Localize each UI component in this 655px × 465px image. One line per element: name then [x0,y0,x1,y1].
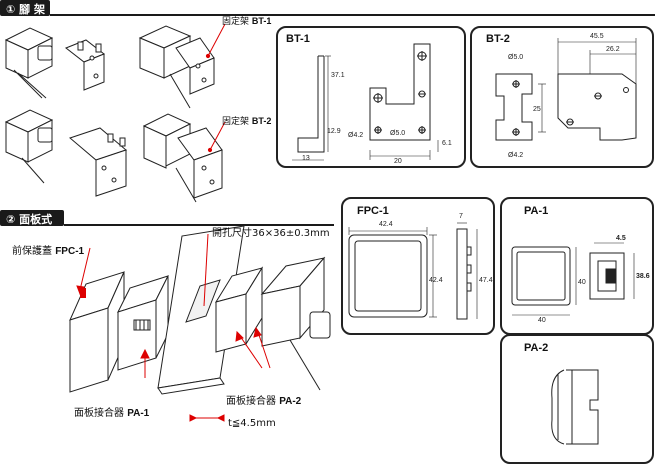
pa2-technical-drawing [551,369,599,445]
panel-mount-exploded-assembly [69,225,331,422]
fpc1-dim-width: 42.4 [379,221,393,228]
bt1-dim-lower: 12.9 [327,128,341,135]
adapter-pa2-label: 面板接合器 PA-2 [226,396,302,407]
relay-block-4 [142,113,223,203]
pa1-dim-t: 4.5 [616,235,626,242]
pa1-technical-drawing [511,242,635,316]
section-2-pill [0,210,64,226]
relay-body [260,256,331,391]
adapter-pa1-label: 面板接合器 PA-1 [74,408,150,419]
bt2-callout: 固定架 BT-2 [222,116,272,127]
section-1-title: ① 腳 架 [6,3,46,16]
panel-thickness-label: t≦4.5mm [228,418,276,429]
bracket-isometric-drawings [4,23,226,203]
bt1-dim-width: 20 [394,158,402,165]
section-1-pill [0,0,50,16]
bt1-panel-title: BT-1 [286,33,310,45]
fpc1-drawing-panel: FPC-1 42.4 42.4 7 47.4 [341,197,495,335]
pa1-panel-title: PA-1 [524,205,549,217]
bt1-drawing-panel: BT-1 37.1 12.9 Ø4.2 Ø5 [276,26,466,168]
fpc1-panel-title: FPC-1 [357,205,389,217]
fpc1-technical-drawing [348,222,478,320]
pa2-drawing-panel: PA-2 [500,334,654,464]
pa1-dim-height: 40 [578,279,586,286]
section-2-title: ② 面板式 [6,213,53,226]
section-2-rule [64,224,334,226]
relay-block-3 [4,109,54,184]
bt2-dim-hole-bot: Ø4.2 [508,152,524,159]
bracket-bt1-exploded-a [65,39,105,91]
bt1-dim-height: 37.1 [331,72,345,79]
bt2-technical-drawing [495,38,637,141]
pa1-dim-side: 38.6 [636,273,650,280]
section-1-rule [50,14,655,16]
bt1-dim-thick: 6.1 [442,140,452,147]
pa1-dim-width: 40 [538,317,546,324]
relay-block-1 [4,27,54,99]
bt1-dim-hole-small: Ø4.2 [348,132,364,139]
pa2-panel-title: PA-2 [524,342,549,354]
bt1-callout: 固定架 BT-1 [222,16,272,27]
pa1-drawing-panel: PA-1 40 40 4.5 38.6 [500,197,654,335]
bt2-panel-title: BT-2 [486,33,510,45]
bt2-dim-height: 25 [533,106,541,113]
relay-block-2 [138,25,215,109]
fpc1-dim-side: 47.4 [479,277,493,284]
fpc1-dim-height: 42.4 [429,277,443,284]
bt1-dim-depth: 13 [302,155,310,162]
fpc1-dim-depth: 7 [459,213,463,220]
bt2-dim-inner: 26.2 [606,46,620,53]
bt2-dim-hole-top: Ø5.0 [508,54,524,61]
bt1-dim-hole-big: Ø5.0 [390,130,406,137]
cutout-size-label: 開孔尺寸36×36±0.3mm [212,228,330,239]
bt2-dim-overall: 45.5 [590,33,604,40]
bracket-bt2-exploded [68,127,128,197]
cover-fpc1-label: 前保護蓋 FPC-1 [12,246,85,257]
bt2-drawing-panel: BT-2 Ø5.0 25 Ø4.2 45.5 26.2 [470,26,654,168]
bt1-technical-drawing [292,43,439,161]
